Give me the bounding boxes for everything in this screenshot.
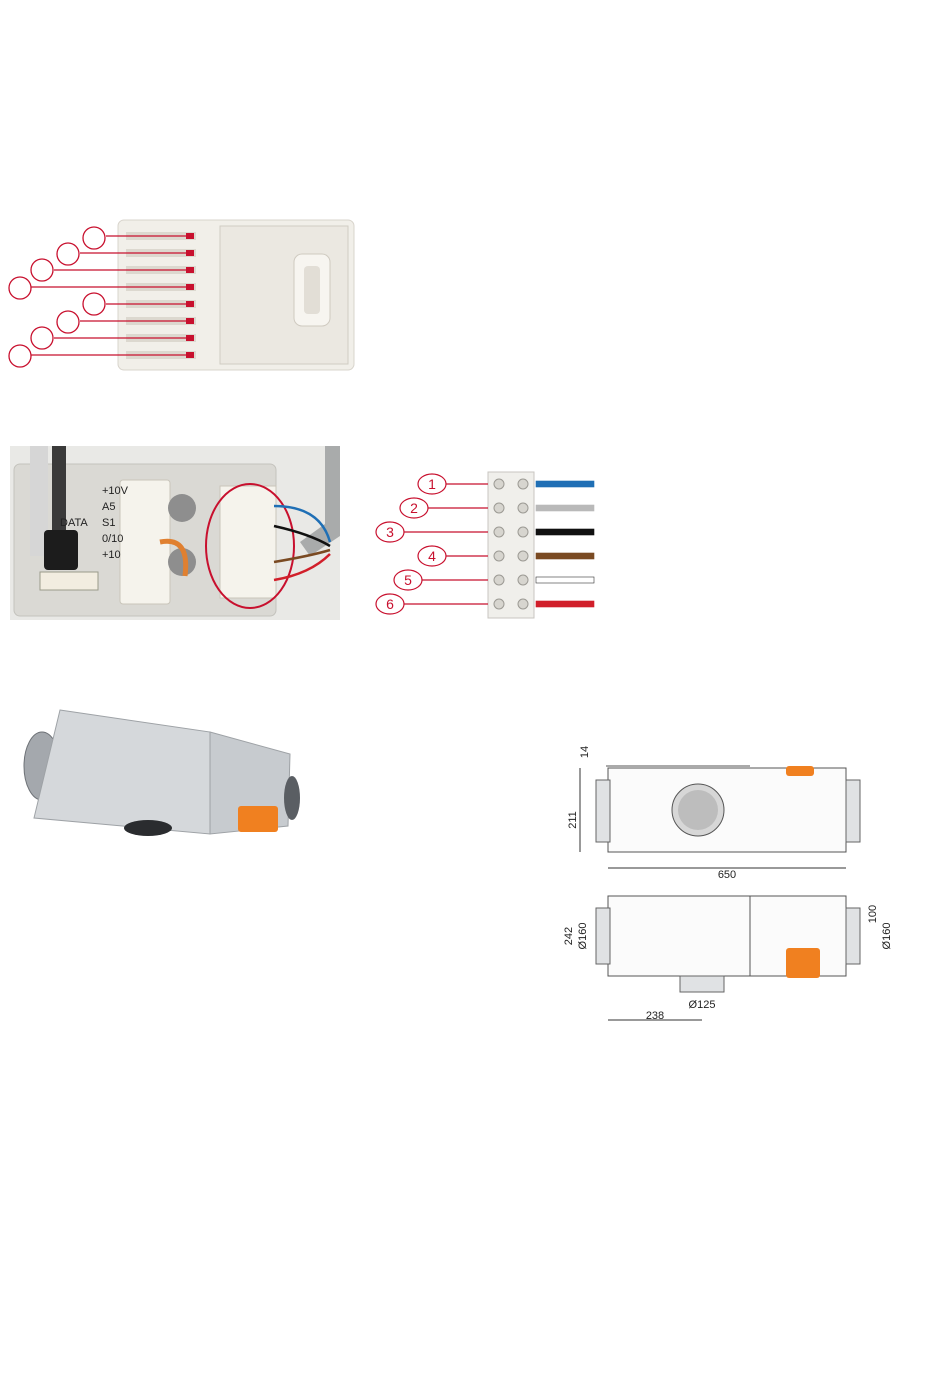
wire-3 <box>536 529 594 535</box>
board-label-4: +10 <box>102 549 121 561</box>
dim-offset-14: 14 <box>579 746 591 758</box>
wires <box>536 481 594 607</box>
marker-label-4: 4 <box>428 548 436 564</box>
dim-height-242: 242 <box>563 927 575 945</box>
board-label-2: S1 <box>102 517 115 529</box>
wire-1 <box>536 481 594 487</box>
dim-outlet-offset: 100 <box>867 905 879 923</box>
dim-branch-offset: 238 <box>646 1010 664 1022</box>
wire-2 <box>536 505 594 511</box>
marker-label-3: 3 <box>386 524 394 540</box>
dim-height-211: 211 <box>567 811 579 829</box>
board-label-1: A5 <box>102 501 115 513</box>
number-markers: 123 456 <box>376 474 488 614</box>
connector-block-figure <box>8 218 360 378</box>
wire-5 <box>536 577 594 583</box>
dimension-drawing: 211 14 650 242 Ø160 100 Ø160 Ø125 238 <box>560 738 910 1028</box>
connector-block-drawing <box>8 218 360 378</box>
marker-label-2: 2 <box>410 500 418 516</box>
wire-6 <box>536 601 594 607</box>
marker-label-5: 5 <box>404 572 412 588</box>
product-photo <box>20 706 300 838</box>
wiring-photo: +10V A5 S1 0/10 +10 DATA <box>10 446 340 620</box>
actuator-icon <box>238 806 278 832</box>
board-label-0: +10V <box>102 485 129 497</box>
marker-label-1: 1 <box>428 476 436 492</box>
wire-4 <box>536 553 594 559</box>
board-label-3: 0/10 <box>102 533 123 545</box>
dim-outlet-diameter: Ø160 <box>881 923 893 950</box>
dim-inlet-diameter: Ø160 <box>577 923 589 950</box>
marker-label-6: 6 <box>386 596 394 612</box>
dim-length-650: 650 <box>718 869 736 881</box>
dim-branch-diameter: Ø125 <box>689 999 716 1011</box>
board-label-5: DATA <box>60 517 88 529</box>
